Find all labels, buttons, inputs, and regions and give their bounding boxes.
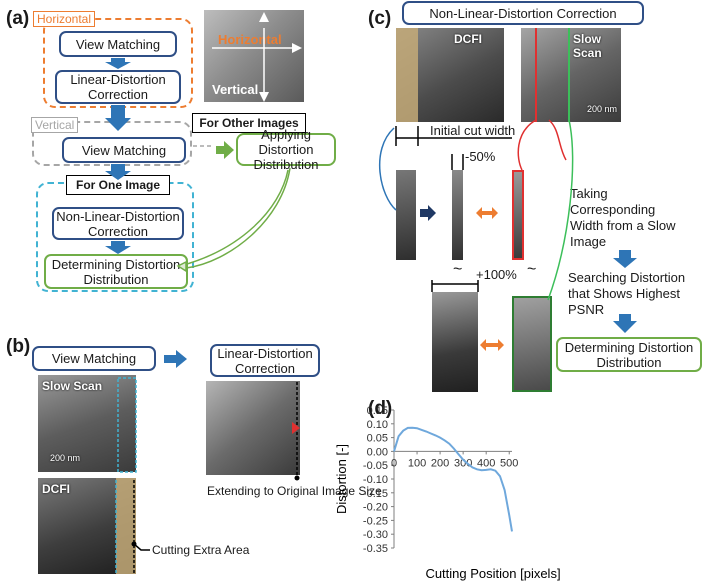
dcfi-label-c: DCFI xyxy=(454,32,482,46)
x-tick-label: 0 xyxy=(391,457,397,469)
flow-arrows xyxy=(105,58,637,368)
y-tick-label: 0.15 xyxy=(367,405,388,417)
scale-bar-label-c: 200 nm xyxy=(587,104,618,114)
determining-distortion-box-a: Determining Distortion Distribution xyxy=(44,254,188,289)
extending-note: Extending to Original Image Size xyxy=(207,484,382,498)
plus100-label: +100% xyxy=(476,267,517,282)
horizontal-tag: Horizontal xyxy=(33,11,96,27)
nonlinear-title-box: Non-Linear-Distortion Correction xyxy=(402,1,644,25)
tilde-1: ~ xyxy=(453,261,463,278)
green-cut-line xyxy=(568,28,570,122)
y-tick-label: -0.05 xyxy=(363,460,388,472)
y-tick-label: 0.00 xyxy=(367,446,388,458)
strip-cut-1 xyxy=(396,170,416,260)
panel-label-b: (b) xyxy=(6,336,31,357)
vertical-image-label: Vertical xyxy=(212,82,259,97)
initial-cut-label: Initial cut width xyxy=(430,123,516,138)
linear-distortion-box: Linear-Distortion Correction xyxy=(55,70,181,104)
extended-image-b xyxy=(206,381,300,475)
axes-sample-image: Horizontal Vertical xyxy=(204,10,304,102)
arrow-green-right xyxy=(216,141,234,159)
arrow-navy-right xyxy=(420,205,436,221)
arrow-down-c2 xyxy=(613,314,637,333)
panel-label-d: (d) xyxy=(368,398,393,419)
tilde-2: ~ xyxy=(527,261,537,278)
y-tick-label: -0.35 xyxy=(363,543,388,555)
slow-scan-label-c: Slow Scan xyxy=(573,32,602,60)
slow-scan-label-b: Slow Scan xyxy=(42,379,103,393)
red-cut-line xyxy=(535,28,537,122)
y-tick-label: -0.20 xyxy=(363,502,388,514)
panel-label-a: (a) xyxy=(6,8,30,29)
strip-half xyxy=(452,170,463,260)
scale-bar-label-b: 200 nm xyxy=(50,453,81,463)
arrow-down-3 xyxy=(105,164,131,180)
view-matching-box-1: View Matching xyxy=(59,31,177,57)
x-tick-label: 400 xyxy=(477,457,495,469)
searching-note: Searching Distortion that Shows Highest … xyxy=(568,270,686,317)
slow-strip-red xyxy=(512,170,524,260)
chart-x-label: Cutting Position [pixels] xyxy=(425,566,560,581)
y-tick-label: -0.25 xyxy=(363,515,388,527)
nonlinear-correction-box: Non-Linear-Distortion Correction xyxy=(52,207,184,240)
horizontal-image-label: Horizontal xyxy=(218,32,282,47)
y-tick-label: -0.15 xyxy=(363,488,388,500)
x-tick-label: 100 xyxy=(408,457,426,469)
slow-strip-green xyxy=(512,296,552,392)
slow-scan-image-b: Slow Scan 200 nm xyxy=(38,375,136,472)
minus50-label: -50% xyxy=(465,149,496,164)
arrow-down-c1 xyxy=(613,250,637,268)
for-one-image-label: For One Image xyxy=(66,175,170,195)
arrow-down-4 xyxy=(105,241,131,254)
view-matching-box-b: View Matching xyxy=(32,346,156,371)
determining-distortion-box-c: Determining Distortion Distribution xyxy=(556,337,702,372)
slow-scan-image-c: Slow Scan 200 nm xyxy=(521,28,621,122)
cut-area-overlay xyxy=(116,478,136,574)
x-tick-label: 300 xyxy=(454,457,472,469)
distortion-series-line xyxy=(393,426,513,532)
cutting-note: Cutting Extra Area xyxy=(152,543,250,557)
initial-cut-overlay xyxy=(396,28,418,122)
y-tick-label: -0.10 xyxy=(363,474,388,486)
dcfi-label-b: DCFI xyxy=(42,482,70,496)
view-matching-box-2: View Matching xyxy=(62,137,186,163)
strip-double xyxy=(432,292,478,392)
arrow-right-b xyxy=(164,350,187,368)
x-tick-label: 500 xyxy=(500,457,518,469)
double-arrows-orange xyxy=(476,207,504,351)
linear-distortion-box-b: Linear-Distortion Correction xyxy=(210,344,320,377)
chart-y-label: Distortion [-] xyxy=(334,444,349,514)
arrow-down-1 xyxy=(105,58,131,69)
arrow-down-2 xyxy=(105,105,131,131)
y-tick-label: -0.30 xyxy=(363,529,388,541)
panel-label-c: (c) xyxy=(368,8,392,29)
x-tick-label: 200 xyxy=(431,457,449,469)
y-tick-label: 0.05 xyxy=(367,433,388,445)
taking-note: Taking Corresponding Width from a Slow I… xyxy=(570,186,676,249)
y-tick-label: 0.10 xyxy=(367,419,388,431)
for-other-images-label: For Other Images xyxy=(192,113,306,133)
vertical-tag: Vertical xyxy=(31,117,79,133)
